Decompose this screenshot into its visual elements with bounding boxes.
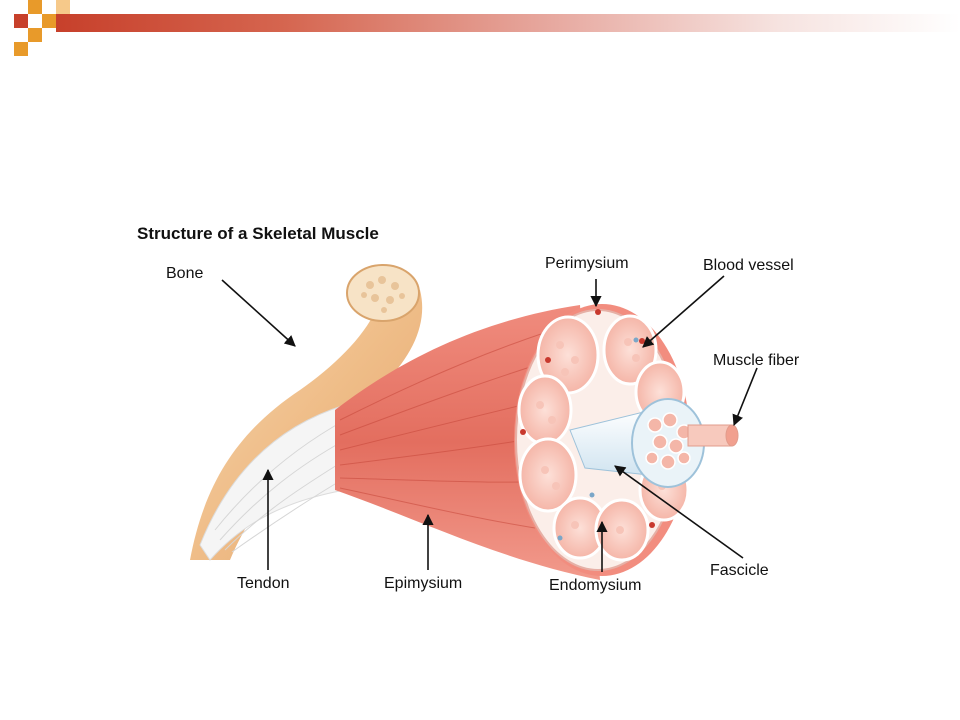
slide-header-bar (56, 14, 960, 32)
label-epimysium: Epimysium (384, 575, 463, 592)
label-tendon: Tendon (237, 575, 290, 592)
bone-leader-line (221, 279, 296, 347)
label-endomysium: Endomysium (549, 577, 642, 594)
label-perimysium: Perimysium (545, 255, 629, 272)
muscle-fiber-shape (687, 424, 739, 447)
muscle-fiber-leader-line (732, 367, 758, 427)
label-bone: Bone (166, 265, 204, 282)
fascicle-shape (569, 398, 705, 488)
leader-lines (221, 275, 758, 572)
slide-decoration-squares (14, 0, 70, 56)
label-fascicle: Fascicle (710, 562, 769, 579)
label-muscle-fiber: Muscle fiber (713, 352, 800, 369)
diagram-title: Structure of a Skeletal Muscle (137, 224, 379, 243)
blood-vessel-leader-line (642, 275, 725, 348)
fascicle-leader-line (614, 465, 744, 559)
label-blood-vessel: Blood vessel (703, 257, 794, 274)
